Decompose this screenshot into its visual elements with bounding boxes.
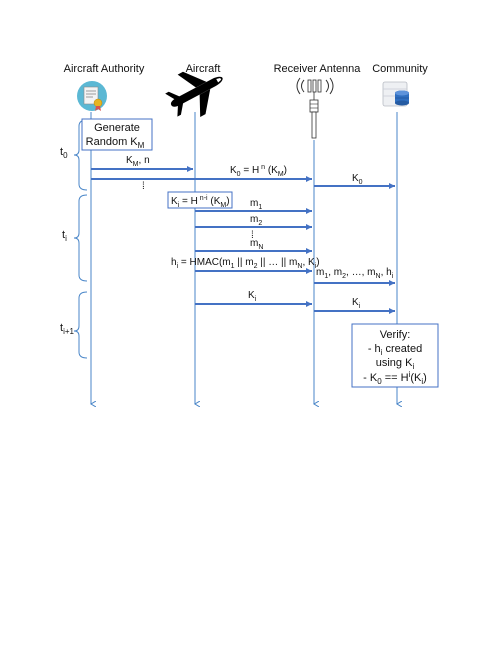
generate-line1: Generate	[94, 122, 140, 134]
generate-line2: Random KM	[86, 136, 145, 150]
ki-derivation-box	[167, 191, 233, 209]
label-hmac: hi = HMAC(m1 || m2 || … || mN, Ki)	[171, 257, 320, 270]
verify-box	[351, 323, 439, 388]
entity-aircraft-authority: Aircraft Authority	[64, 63, 145, 75]
label-ki-1: Ki	[248, 290, 257, 303]
ellipsis-mark-2: ⁞	[251, 230, 254, 241]
brace-t0	[73, 119, 88, 191]
verify-title: Verify:	[380, 329, 411, 341]
label-mn: mN	[250, 238, 263, 251]
label-relay: m1, m2, …, mN, hi	[316, 267, 394, 280]
certificate-badge-icon	[77, 81, 107, 111]
airplane-icon	[165, 71, 223, 117]
label-ki-derivation: Ki = H n-i (KM)	[171, 195, 230, 209]
generate-key-box	[81, 118, 153, 151]
label-k0-hash: K0 = H n (KM)	[230, 164, 287, 178]
radio-antenna-icon	[296, 77, 334, 139]
time-label-t0: t0	[60, 146, 68, 160]
entity-receiver-antenna: Receiver Antenna	[274, 63, 362, 75]
label-km-n: KM, n	[126, 155, 150, 168]
database-server-icon	[382, 81, 409, 107]
label-ki-2: Ki	[352, 297, 361, 310]
verify-line2: - hi created	[368, 343, 422, 357]
verify-line3: using Ki	[376, 357, 415, 371]
label-k0: K0	[352, 173, 363, 186]
label-m2: m2	[250, 214, 262, 227]
label-m1: m1	[250, 198, 262, 211]
ellipsis-mark-1: ⁞	[142, 181, 145, 192]
entity-aircraft: Aircraft	[186, 63, 221, 75]
verify-line4: - K0 == Hi(Ki)	[363, 370, 427, 386]
time-label-ti: ti	[62, 229, 67, 243]
brace-ti	[73, 194, 88, 282]
entity-community: Community	[372, 63, 428, 75]
brace-ti1	[73, 291, 88, 359]
time-label-ti1: ti+1	[60, 322, 75, 336]
